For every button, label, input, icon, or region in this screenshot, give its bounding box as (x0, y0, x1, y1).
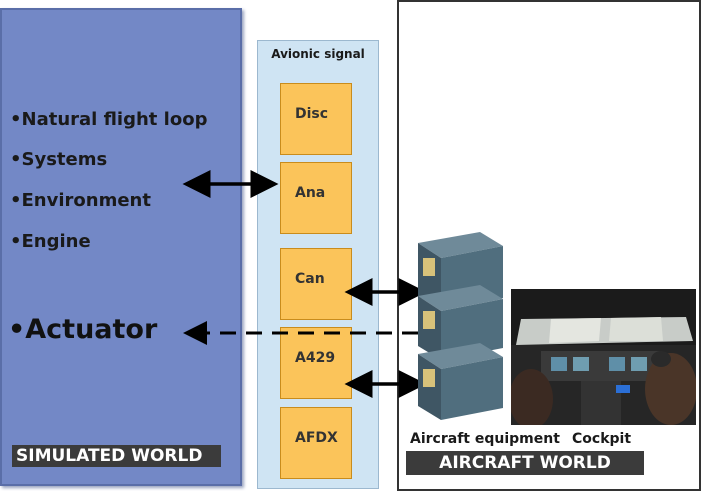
signal-box-ana: Ana (280, 162, 352, 234)
sim-item-environment: •Environment (10, 190, 151, 211)
sim-item-natural-flight-loop: •Natural flight loop (10, 109, 207, 130)
sim-item-systems: •Systems (10, 149, 107, 170)
signal-box-a429: A429 (280, 327, 352, 399)
aircraft-equipment-caption: Aircraft equipment (410, 431, 560, 447)
sim-item-actuator: •Actuator (8, 314, 157, 345)
avionic-signal-panel: Avionic signal Disc Ana Can A429 AFDX (257, 40, 379, 489)
signal-box-afdx: AFDX (280, 407, 352, 479)
aircraft-world-label: AIRCRAFT WORLD (406, 451, 644, 475)
signal-box-disc: Disc (280, 83, 352, 155)
simulated-world-label: SIMULATED WORLD (12, 445, 221, 467)
avionic-signal-title: Avionic signal (258, 47, 378, 61)
cockpit-caption: Cockpit (572, 431, 631, 447)
sim-item-engine: •Engine (10, 231, 91, 252)
cockpit-image (511, 289, 696, 425)
signal-box-can: Can (280, 248, 352, 320)
